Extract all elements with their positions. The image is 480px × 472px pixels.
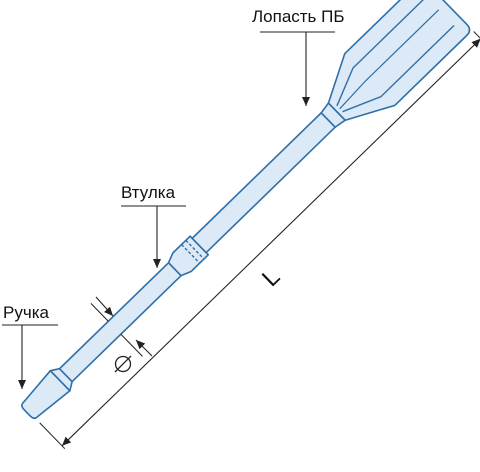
length-label: L	[257, 263, 285, 292]
length-dimension-line	[61, 38, 480, 447]
length-ext-left	[39, 422, 66, 450]
blade-label: Лопасть ПБ	[252, 7, 345, 26]
oar	[21, 0, 480, 450]
length-ext-right	[473, 31, 480, 42]
diameter-ext-top	[90, 303, 109, 322]
upper-shaft	[191, 111, 337, 254]
diameter-arrow-lower	[135, 339, 153, 357]
sleeve-label: Втулка	[121, 183, 176, 202]
diameter-ext-bottom	[120, 333, 143, 357]
handle-label: Ручка	[3, 303, 50, 322]
lower-shaft	[58, 261, 183, 383]
handle-grip	[21, 369, 71, 420]
diameter-arrow-upper	[95, 296, 114, 317]
diameter-symbol	[114, 355, 132, 373]
